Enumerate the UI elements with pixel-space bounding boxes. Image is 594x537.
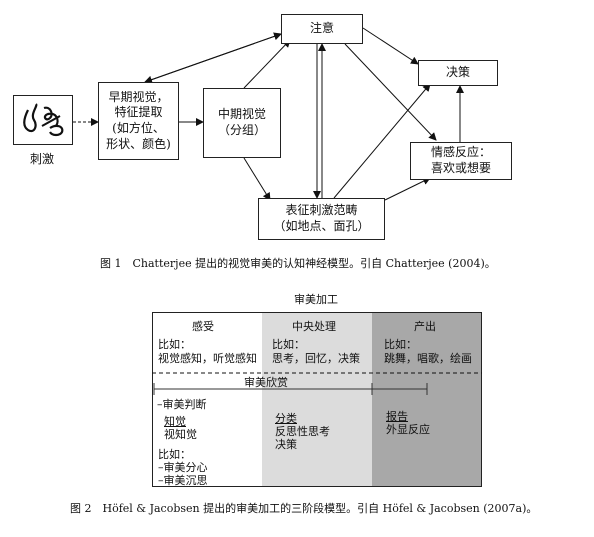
intermediate-vision-line-2: （分组） [217,123,266,137]
output-example-text: 跳舞，唱歌，绘画 [384,352,472,365]
central-example-label: 比如： [272,338,305,351]
arrow-attention-to-decision [362,27,419,65]
column-header-central: 中央处理 [292,320,336,333]
early-vision-line-2: 特征提取 [114,105,163,120]
report-stage-head: 报告 [386,410,408,423]
column-perception-bg [153,313,262,486]
arrow-intermediate-to-representation [243,157,271,201]
figure-2-lines [152,372,482,395]
emotion-box: 情感反应： 喜欢或想要 [410,142,512,180]
lower-example-label: 比如： [158,448,191,461]
representation-line-2: （如地点、面孔） [273,219,370,233]
column-header-output: 产出 [414,320,436,333]
figure-2: 审美加工 感受 中央处理 产出 比如： 视觉感知，听觉感知 比如： 思考，回忆，… [0,290,594,537]
report-stage-text: 外显反应 [386,423,430,436]
figure-1-caption: 图 1 Chatterjee 提出的视觉审美的认知神经模型。引自 Chatter… [100,257,496,270]
appreciation-label: 审美欣赏 [244,376,288,389]
perception-example-label: 比如： [158,338,191,351]
representation-box: 表征刺激范畴 （如地点、面孔） [258,198,385,240]
emotion-line-1: 情感反应： [430,145,491,160]
figure-2-frame [152,312,482,487]
classification-stage-line-1: 反思性思考 [275,425,330,438]
attention-label: 注意 [309,21,334,36]
decision-box: 决策 [418,60,498,86]
arrow-attention-to-early [144,33,282,84]
intermediate-vision-line-1: 中期视觉 [217,107,266,122]
stimulus-image [13,95,73,145]
output-example-label: 比如： [384,338,417,351]
decision-label: 决策 [445,65,470,80]
early-vision-line-1: 早期视觉， [108,89,169,104]
arrow-intermediate-to-attention [243,39,291,89]
representation-line-1: 表征刺激范畴 [285,203,358,218]
arrow-representation-to-emotion [384,177,431,201]
aesthetic-judgment: –审美判断 [157,398,207,411]
early-vision-line-4: 形状、颜色) [106,136,171,151]
intermediate-vision-box: 中期视觉 （分组） [203,88,281,158]
central-example-text: 思考，回忆，决策 [272,352,360,365]
stimulus-scribble-icon [23,103,64,137]
perception-example-text: 视觉感知，听觉感知 [158,352,257,365]
classification-stage-line-2: 决策 [275,438,297,451]
arrow-representation-to-attention-diag [333,83,431,199]
figure-1-arrows [73,27,464,201]
stimulus-label: 刺激 [30,152,55,166]
attention-box: 注意 [281,14,363,44]
classification-stage-head: 分类 [275,412,297,425]
perception-stage-head: 知觉 [164,415,186,428]
column-output-bg [372,313,481,486]
figure-2-caption: 图 2 Höfel & Jacobsen 提出的审美加工的三阶段模型。引自 Hö… [70,502,538,515]
lower-example-item-2: –审美沉思 [158,474,208,487]
figure-2-title: 审美加工 [294,293,338,306]
lower-example-item-1: –审美分心 [158,461,208,474]
figure-1: 刺激 早期视觉， 特征提取 (如方位、 形状、颜色) 中期视觉 （分组） 注意 … [13,14,512,270]
emotion-line-2: 喜欢或想要 [430,161,491,175]
early-vision-line-3: (如方位、 [112,121,165,135]
perception-stage-text: 视知觉 [164,428,197,441]
arrow-attention-to-emotion [344,43,437,141]
column-central-bg [262,313,372,486]
column-header-perception: 感受 [192,320,214,333]
early-vision-box: 早期视觉， 特征提取 (如方位、 形状、颜色) [98,82,179,160]
